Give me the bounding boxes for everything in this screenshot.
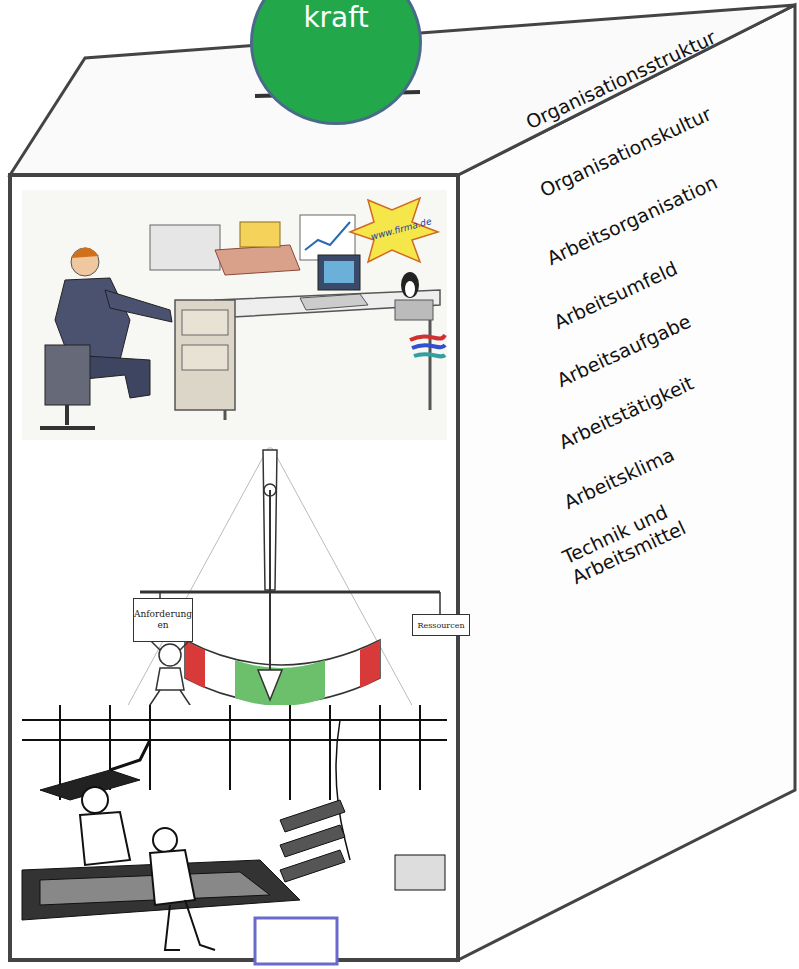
indicator-red [360, 640, 380, 688]
person-arm [105, 290, 172, 322]
chair-post [65, 405, 69, 425]
node-text: kraft [303, 1, 368, 34]
keyboard [300, 294, 368, 310]
cube-front-face [10, 175, 458, 960]
office-background [22, 190, 447, 440]
chart-line [305, 222, 350, 250]
cable [412, 345, 445, 348]
worker-body [150, 850, 195, 905]
hall-strut [149, 705, 151, 790]
requirements-sign: Anforderung en [133, 598, 193, 642]
office-chair [45, 345, 90, 405]
worker-body [80, 812, 130, 865]
indicator-red [185, 640, 205, 688]
telephone [395, 300, 433, 320]
printer [150, 225, 220, 270]
figure-head [159, 644, 181, 666]
balance-scale [120, 448, 440, 720]
worker-leg [165, 905, 180, 950]
chair-base [40, 426, 95, 430]
drawer-cabinet [175, 300, 235, 410]
person-hair [71, 247, 99, 258]
figure-body [156, 668, 184, 690]
scale-beam [140, 591, 440, 594]
node-text: Anforderung en [134, 609, 192, 631]
hall-beam [22, 739, 447, 741]
paper-tray [215, 245, 300, 275]
hall-strut [419, 705, 421, 790]
factory-background [22, 705, 447, 950]
hall-strut [229, 705, 231, 790]
monitor-screen [324, 261, 354, 283]
chart-paper [300, 215, 355, 260]
scale-needle [269, 490, 271, 680]
scale-fan [120, 448, 420, 720]
drawer [182, 310, 228, 335]
indicator-green [235, 660, 325, 706]
desk-leg [429, 305, 432, 410]
penguin [401, 272, 419, 298]
worker-head [153, 828, 177, 852]
needle-head [258, 670, 282, 700]
hall-strut [329, 705, 331, 800]
hall-beam [22, 719, 447, 721]
machine [395, 855, 445, 890]
envelope [240, 222, 280, 247]
scale-hanger [439, 592, 441, 615]
hall-strut [379, 705, 381, 790]
worker-head [82, 787, 108, 813]
hall-strut [289, 705, 291, 800]
worker-leg [185, 900, 215, 950]
rack-plate [280, 850, 345, 882]
tool-arm [110, 740, 150, 770]
cable [410, 335, 445, 340]
penguin-belly [405, 281, 415, 297]
resources-sign: Ressourcen [412, 614, 470, 636]
monitor [318, 255, 360, 290]
office-scene [22, 190, 447, 440]
person-head [71, 248, 99, 276]
factory-scene [22, 705, 447, 950]
node-text: Ressourcen [417, 621, 464, 630]
starburst [350, 198, 438, 262]
cable [414, 354, 445, 356]
slot-marker [255, 918, 337, 964]
drawer [182, 345, 228, 370]
